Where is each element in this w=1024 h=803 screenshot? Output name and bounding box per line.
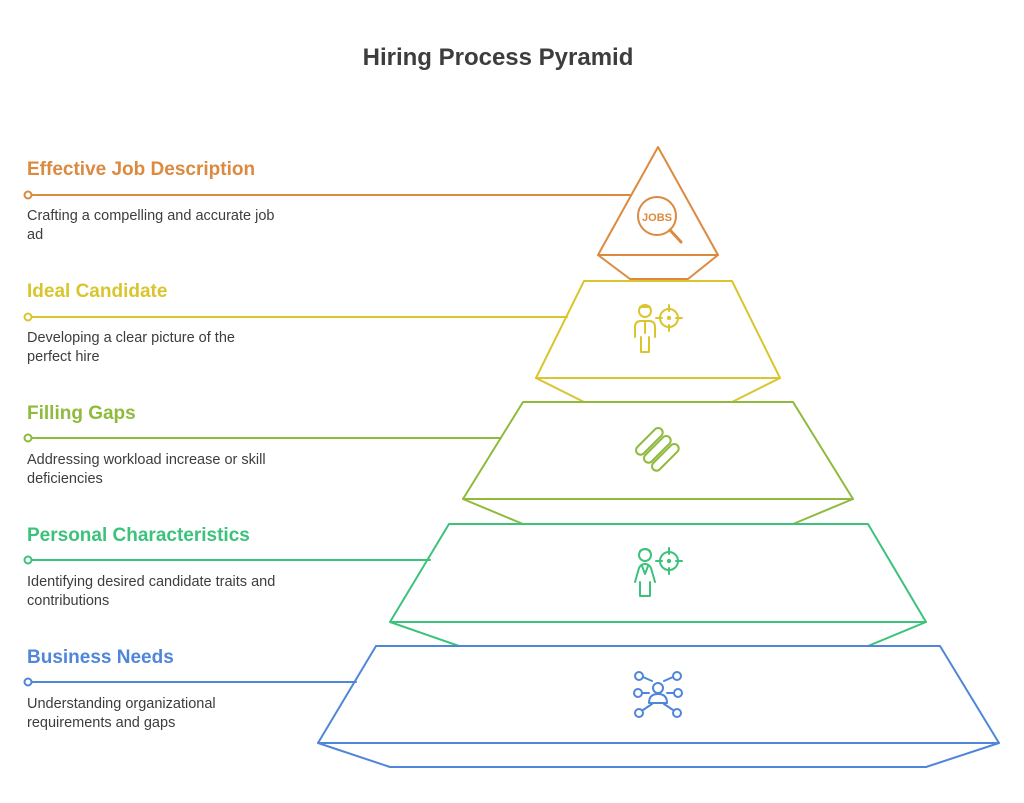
pyramid-level-2 (23, 280, 781, 403)
candidate-target-icon (634, 304, 683, 353)
level-3-description: Addressing workload increase or skill de… (27, 452, 266, 487)
level-5-description: Understanding organizational requirement… (27, 696, 216, 731)
level-5-title: Business Needs (27, 647, 174, 668)
person-target-icon (634, 547, 683, 597)
pyramid-level-1: JOBS (23, 146, 719, 280)
pyramid-level-5 (23, 645, 1000, 768)
level-3-title: Filling Gaps (27, 403, 136, 424)
level-1-description: Crafting a compelling and accurate job a… (27, 208, 275, 243)
level-2-title: Ideal Candidate (27, 281, 168, 302)
jobs-icon-text: JOBS (642, 212, 672, 224)
network-person-icon (633, 671, 683, 718)
diagram-title: Hiring Process Pyramid (362, 44, 634, 71)
jobs-search-icon: JOBS (637, 196, 683, 244)
level-4-description: Identifying desired candidate traits and… (27, 574, 276, 609)
level-4-title: Personal Characteristics (27, 525, 250, 546)
level-1-title: Effective Job Description (27, 159, 256, 180)
stacked-bars-icon (635, 427, 680, 472)
level-2-description: Developing a clear picture of the perfec… (27, 330, 235, 365)
